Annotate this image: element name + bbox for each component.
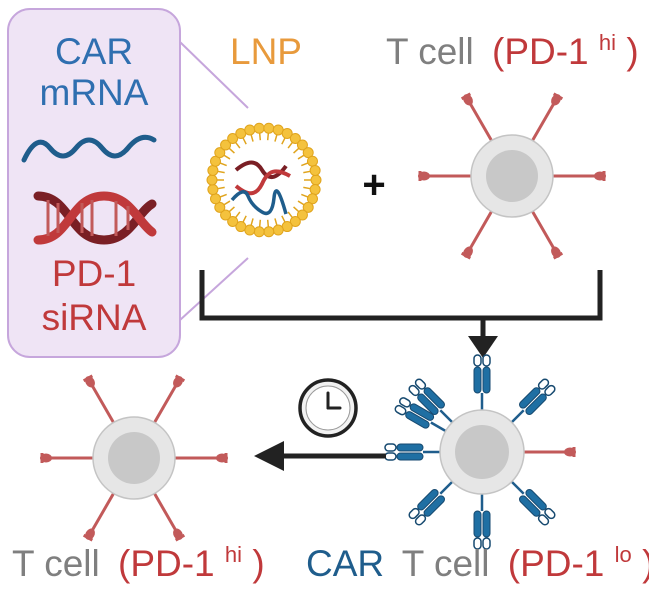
panel-connector-bottom bbox=[179, 257, 249, 321]
t-cell-top-icon bbox=[416, 90, 608, 262]
top-cell-paren: (PD-1 bbox=[492, 31, 589, 72]
lnp-label: LNP bbox=[230, 31, 302, 72]
panel-pd1-text: PD-1 bbox=[52, 253, 136, 294]
car-cell-sup: lo bbox=[615, 542, 632, 567]
left-cell-paren: (PD-1 bbox=[118, 543, 215, 584]
panel-sirna-text: siRNA bbox=[42, 297, 147, 338]
cargo-panel bbox=[7, 8, 181, 358]
time-arrow bbox=[254, 441, 386, 471]
mrna-wave-icon bbox=[21, 134, 157, 163]
top-cell-close: ) bbox=[626, 31, 638, 72]
left-cell-sup: hi bbox=[225, 542, 242, 567]
plus-sign: + bbox=[362, 163, 385, 207]
combine-arrow bbox=[199, 270, 603, 340]
panel-car-text: CAR bbox=[55, 31, 133, 72]
left-cell-close: ) bbox=[252, 543, 264, 584]
top-cell-label: T cell (PD-1 hi ) bbox=[386, 17, 639, 72]
car-cell-label: CAR T cell (PD-1 lo ) bbox=[306, 529, 649, 584]
left-cell-label: T cell (PD-1 hi ) bbox=[12, 529, 265, 584]
car-cell-car: CAR bbox=[306, 543, 384, 584]
clock-icon bbox=[298, 378, 358, 438]
car-cell-mid: T cell bbox=[402, 543, 490, 584]
car-cell-close: ) bbox=[642, 543, 649, 584]
t-cell-left-icon bbox=[38, 372, 230, 544]
dna-helix-icon bbox=[33, 191, 157, 245]
top-cell-sup: hi bbox=[599, 30, 616, 55]
down-arrowhead bbox=[468, 336, 498, 358]
panel-mrna-text: mRNA bbox=[40, 72, 149, 113]
panel-connector-top bbox=[179, 41, 249, 109]
top-cell-prefix: T cell bbox=[386, 31, 474, 72]
left-cell-prefix: T cell bbox=[12, 543, 100, 584]
car-cell-paren: (PD-1 bbox=[508, 543, 605, 584]
lipid-nanoparticle-icon bbox=[206, 122, 322, 238]
car-t-cell-icon bbox=[383, 353, 578, 551]
